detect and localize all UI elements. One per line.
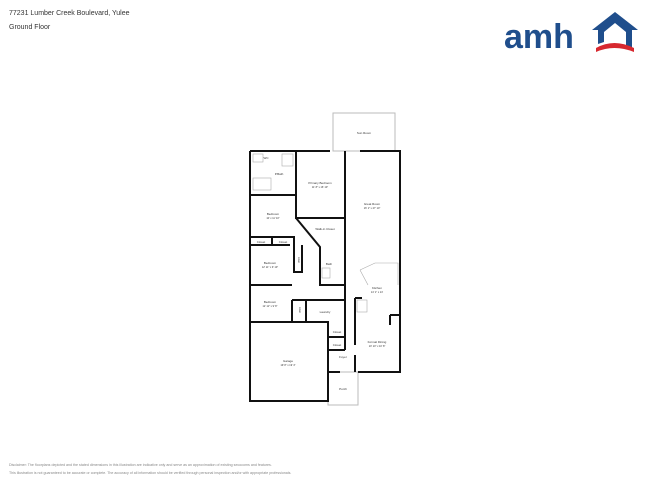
kitchen-dims: 14' 1" x 14' (371, 291, 384, 294)
porch-label: Porch (339, 387, 347, 391)
closet1-label: Closet (257, 240, 266, 244)
formal-dining-dims: 10' 10" x 10' 8" (369, 345, 386, 348)
floor-name: Ground Floor (9, 24, 51, 31)
garage-dims: 19' 8" x 19' 4" (280, 364, 295, 367)
linen1-label: Linen (297, 257, 300, 264)
formal-dining-label: Formal Dining (368, 340, 387, 344)
sun-room-label: Sun Room (357, 131, 372, 135)
bath-label: Bath (326, 262, 333, 266)
great-room-label: Great Room (364, 202, 381, 206)
primary-bedroom-label: Primary Bedroom (308, 181, 332, 185)
kitchen-label: Kitchen (372, 286, 382, 290)
walk-in-closet-label: Walk-in Closet (315, 227, 334, 231)
bedroom2-dims: 12' 11" x 9' 10" (262, 266, 278, 269)
closet4-label: Closet (333, 343, 342, 347)
disclaimer-line-1: Disclaimer: The floorplans depicted and … (9, 463, 272, 467)
closet3-label: Closet (333, 330, 342, 334)
svg-text:amh: amh (504, 18, 574, 54)
great-room-dims: 16' 1" x 27' 10" (364, 207, 381, 210)
bedroom2-label: Bedroom (264, 261, 277, 265)
property-address: 77231 Lumber Creek Boulevard, Yulee (9, 10, 130, 17)
bedroom3-label: Bedroom (264, 300, 277, 304)
disclaimer-line-2: This illustration is not guaranteed to b… (9, 471, 292, 475)
foyer-label: Foyer (339, 355, 347, 359)
closet2-label: Closet (279, 240, 288, 244)
bedroom1-label: Bedroom (267, 212, 280, 216)
wc-label: WC (264, 156, 270, 160)
bedroom3-dims: 12' 11" x 9' 8" (263, 305, 278, 308)
bedroom1-dims: 10' x 11' 10" (266, 217, 279, 220)
primary-bedroom-dims: 11' 8" x 16' 10" (312, 186, 328, 189)
linen2-label: Linen (298, 307, 301, 314)
laundry-label: Laundry (320, 310, 331, 314)
primary-bath-label: P.Bath (275, 172, 284, 176)
garage-label: Garage (283, 359, 293, 363)
walls (249, 150, 401, 402)
fixtures (252, 153, 399, 313)
amh-logo: amh (504, 12, 638, 54)
